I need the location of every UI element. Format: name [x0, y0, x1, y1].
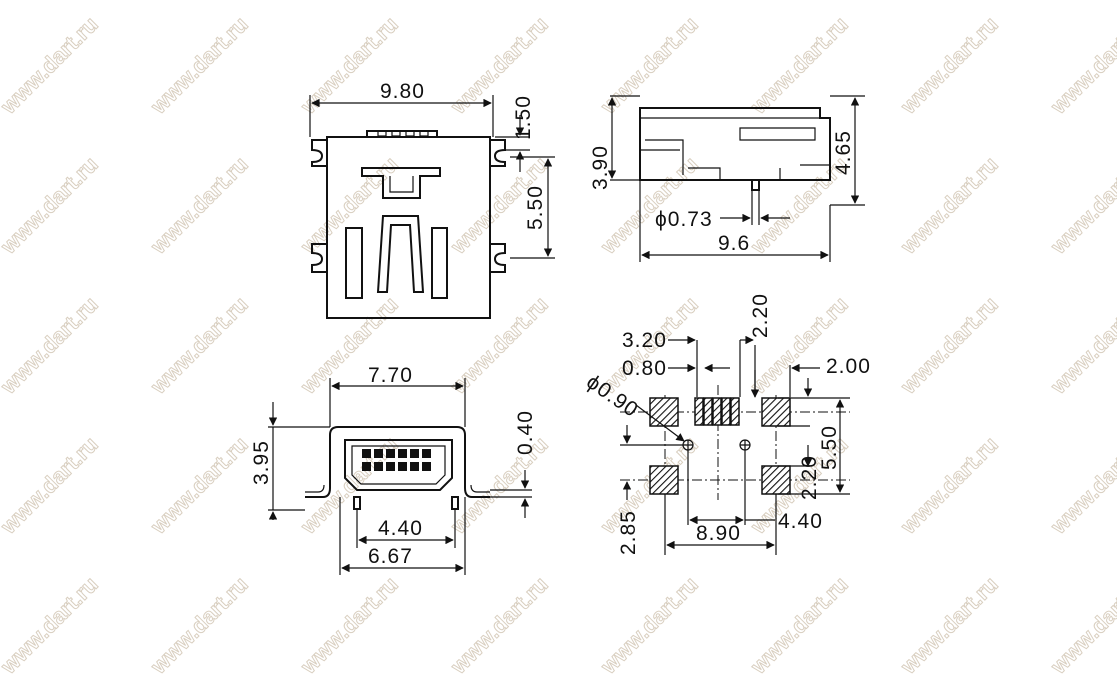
watermark-text: www.dart.ru — [745, 572, 853, 680]
side-view: 3.90 4.65 ϕ0.73 9.6 — [589, 95, 865, 262]
watermark-text: www.dart.ru — [895, 292, 1003, 400]
end-view: 7.70 3.95 0.40 4.40 6.67 — [250, 364, 537, 575]
dim-fp-hole-pitch: 4.40 — [778, 510, 823, 533]
watermark-text: www.dart.ru — [145, 572, 253, 680]
dim-end-height: 3.95 — [250, 440, 273, 485]
dim-front-width: 9.80 — [380, 80, 425, 103]
watermark-text: www.dart.ru — [1045, 152, 1117, 260]
watermark-text: www.dart.ru — [0, 572, 103, 680]
watermark-text: www.dart.ru — [895, 432, 1003, 540]
dim-end-width: 7.70 — [368, 364, 413, 387]
watermark-text: www.dart.ru — [145, 292, 253, 400]
dim-side-length: 9.6 — [718, 232, 750, 255]
dim-side-peg-diameter: ϕ0.73 — [655, 208, 713, 231]
watermark-text: www.dart.ru — [0, 12, 103, 120]
watermark-text: www.dart.ru — [595, 572, 703, 680]
dim-fp-pad-pitch-x: 8.90 — [696, 522, 741, 545]
watermark-text: www.dart.ru — [895, 152, 1003, 260]
watermark-text: www.dart.ru — [0, 432, 103, 540]
dim-fp-pin-span: 3.20 — [622, 329, 667, 352]
dim-front-top-offset: 1.50 — [512, 95, 535, 140]
watermark-text: www.dart.ru — [445, 292, 553, 400]
dim-fp-pad-gap: 2.20 — [798, 455, 821, 500]
watermark-text: www.dart.ru — [0, 152, 103, 260]
watermark-text: www.dart.ru — [1045, 432, 1117, 540]
watermark-text: www.dart.ru — [595, 432, 703, 540]
front-view: 9.80 1.50 5.50 — [309, 80, 555, 319]
watermark-text: www.dart.ru — [0, 292, 103, 400]
watermark-text: www.dart.ru — [895, 572, 1003, 680]
watermark-text: www.dart.ru — [595, 12, 703, 120]
dim-fp-pin-length: 2.20 — [749, 293, 772, 338]
watermark-text: www.dart.ru — [295, 572, 403, 680]
dim-fp-pad-size: 2.00 — [826, 355, 871, 378]
dim-side-height: 3.90 — [589, 145, 612, 190]
dim-end-flange: 0.40 — [514, 410, 537, 455]
dim-end-flange-width: 6.67 — [368, 545, 413, 568]
watermark-text: www.dart.ru — [445, 572, 553, 680]
dim-side-overall-height: 4.65 — [832, 130, 855, 175]
watermark-text: www.dart.ru — [145, 432, 253, 540]
watermark-text: www.dart.ru — [1045, 292, 1117, 400]
watermark-text: www.dart.ru — [895, 12, 1003, 120]
dim-front-ear-pitch: 5.50 — [524, 185, 547, 230]
watermark-layer: www.dart.ru www.dart.ru www.dart.ru www.dar… — [0, 11, 1117, 680]
dim-fp-hole-offset: 2.85 — [617, 510, 640, 555]
dim-end-peg-pitch: 4.40 — [378, 517, 423, 540]
watermark-text: www.dart.ru — [1045, 572, 1117, 680]
watermark-text: www.dart.ru — [745, 12, 853, 120]
watermark-text: www.dart.ru — [145, 12, 253, 120]
watermark-text: www.dart.ru — [1045, 12, 1117, 120]
watermark-text: www.dart.ru — [145, 152, 253, 260]
dim-fp-pin-pitch: 0.80 — [622, 357, 667, 380]
dim-fp-pad-pitch-y: 5.50 — [818, 425, 841, 470]
